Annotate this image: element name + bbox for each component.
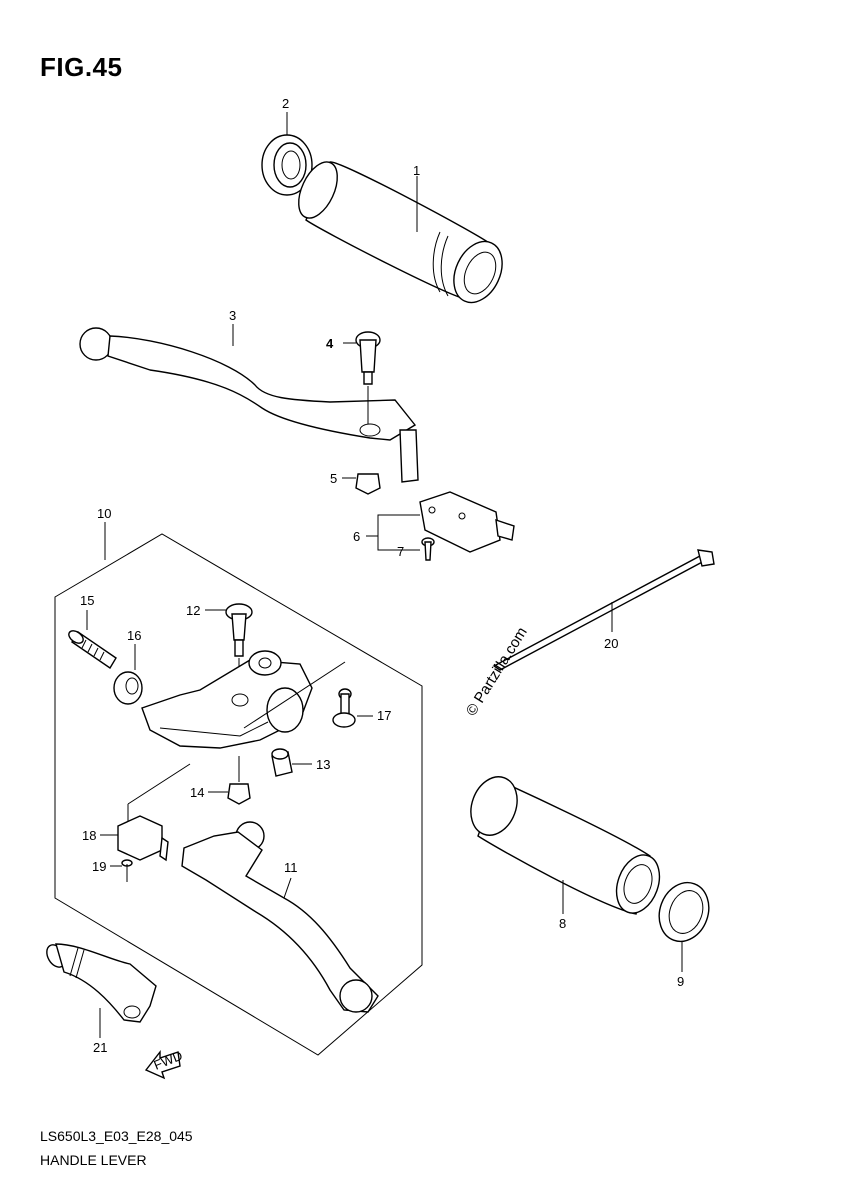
figure-name: HANDLE LEVER xyxy=(40,1152,147,1168)
part-1-throttle-grip[interactable] xyxy=(291,156,512,310)
part-16-bushing[interactable] xyxy=(113,671,143,705)
part-14-nut[interactable] xyxy=(227,756,251,805)
callout-labels: 1 2 3 4 5 6 7 8 9 10 11 12 13 14 15 16 1… xyxy=(80,96,684,1055)
part-9-grip-end[interactable] xyxy=(651,876,717,949)
callout-10: 10 xyxy=(97,506,111,521)
callout-21: 21 xyxy=(93,1040,107,1055)
part-5-nut[interactable] xyxy=(355,473,381,495)
part-7-screw[interactable] xyxy=(421,537,435,561)
part-17-clamp-bolt[interactable] xyxy=(332,688,356,728)
part-15-adjuster[interactable] xyxy=(67,628,117,669)
leader-lines xyxy=(86,112,683,1038)
fwd-arrow-icon: FWD xyxy=(144,1048,185,1080)
callout-11: 11 xyxy=(284,860,298,875)
callout-9: 9 xyxy=(677,974,684,989)
figure-code: LS650L3_E03_E28_045 xyxy=(40,1128,193,1144)
callout-15: 15 xyxy=(80,593,94,608)
part-19-screw[interactable] xyxy=(121,859,133,882)
callout-19: 19 xyxy=(92,859,106,874)
part-12-pivot-bolt[interactable] xyxy=(225,603,253,695)
callout-5: 5 xyxy=(330,471,337,486)
callout-8: 8 xyxy=(559,916,566,931)
callout-6: 6 xyxy=(353,529,360,544)
part-11-clutch-lever[interactable] xyxy=(181,821,379,1013)
part-13-collar[interactable] xyxy=(271,748,293,777)
callout-3: 3 xyxy=(229,308,236,323)
callout-17: 17 xyxy=(377,708,391,723)
callout-18: 18 xyxy=(82,828,96,843)
part-20-cable-tie[interactable] xyxy=(492,549,715,671)
callout-1: 1 xyxy=(413,163,420,178)
part-6-brake-switch[interactable] xyxy=(419,491,515,553)
assembly-frame-10 xyxy=(54,533,423,1056)
figure-title: FIG.45 xyxy=(40,52,123,82)
part-3-brake-lever[interactable] xyxy=(79,327,419,483)
callout-16: 16 xyxy=(127,628,141,643)
part-18-clutch-switch[interactable] xyxy=(117,763,191,862)
clutch-lever-holder[interactable] xyxy=(141,650,346,749)
part-8-left-grip[interactable] xyxy=(463,770,667,919)
callout-12: 12 xyxy=(186,603,200,618)
part-21-lever-boot[interactable] xyxy=(43,942,157,1023)
callout-7: 7 xyxy=(397,544,404,559)
part-4-pivot-bolt[interactable] xyxy=(355,331,381,424)
callout-20: 20 xyxy=(604,636,618,651)
callout-14: 14 xyxy=(190,785,204,800)
callout-2: 2 xyxy=(282,96,289,111)
callout-13: 13 xyxy=(316,757,330,772)
callout-4: 4 xyxy=(326,336,334,351)
